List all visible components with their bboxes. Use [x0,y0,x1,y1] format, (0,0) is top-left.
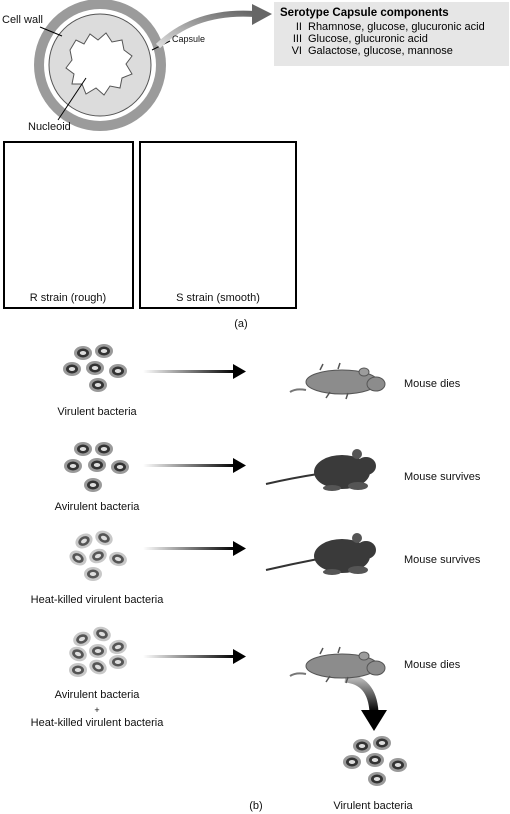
mixed-cluster [69,626,127,677]
bacterium [368,772,386,786]
s-strain-panel [139,141,297,309]
part-a-label: (a) [234,318,248,330]
components-cell: Rhamnose, glucose, glucuronic acid [308,21,485,33]
r-strain-label: R strain (rough) [29,292,107,304]
bacterium [373,736,391,750]
bacterium [109,364,127,378]
arrow-4 [143,649,246,664]
capsule-arrow-shaft [155,10,256,49]
inoculum-label: Virulent bacteria [57,406,137,418]
arrow-2 [143,458,246,473]
table-row: II Rhamnose, glucose, glucuronic acid [280,21,503,33]
mouse-dead-2 [289,646,386,684]
bacterium [109,551,127,567]
outcome-label: Mouse dies [404,659,461,671]
recovered-label: Virulent bacteria [333,800,413,812]
table-row: III Glucose, glucuronic acid [280,33,503,45]
inoculum-label: Heat-killed virulent bacteria [30,594,164,606]
serotype-cell: III [292,33,302,45]
part-b-label: (b) [249,800,263,812]
nucleoid-pointer [57,77,87,121]
bacterium [74,346,92,360]
capsule-components-table: Serotype Capsule components II Rhamnose, … [274,2,509,66]
bacterium [343,755,361,769]
bacterium [93,626,111,642]
outcome-label: Mouse survives [404,554,481,566]
serotype-cell: II [295,21,302,33]
recovered-virulent-cluster [343,736,407,786]
bacterium [89,644,107,658]
bacterium [69,663,87,677]
table-header: Serotype Capsule components [280,7,449,19]
table-row: VI Galactose, glucose, mannose [280,45,503,57]
bacterium [109,639,127,655]
arrow-1 [143,364,246,379]
bacterium [109,655,127,669]
capsule-arrowhead [252,4,272,25]
bacterium [111,460,129,474]
bacterium [89,548,107,564]
bacterium [73,631,91,647]
s-strain-label: S strain (smooth) [176,292,260,304]
cell-wall-label: Cell wall [2,14,43,26]
bacterium [95,530,113,546]
heat-killed-cluster [69,530,127,581]
mouse-dead-1 [289,362,386,400]
nucleoid-shape [65,32,133,96]
bacterium [84,478,102,492]
arrow-3 [143,541,246,556]
virulent-cluster [63,344,127,392]
bacterium [353,739,371,753]
bacterium [89,659,107,675]
recovery-arrow [344,673,387,731]
bacterium [74,442,92,456]
avirulent-cluster [64,442,129,492]
bacterium [389,758,407,772]
bacterium [69,550,87,566]
bacterium [95,344,113,358]
capsule-label: Capsule [172,34,206,44]
r-strain-panel [3,141,134,309]
bacterium [75,533,93,549]
inoculum-label: Avirulent bacteria [54,689,140,701]
cell-wall-pointer [39,26,63,37]
nucleoid-label: Nucleoid [28,121,71,133]
plus-label: + [94,705,100,715]
bacterium [69,646,87,662]
components-cell: Glucose, glucuronic acid [308,33,428,45]
bacterium [63,362,81,376]
bacterium [86,361,104,375]
mouse-alive-2 [265,533,376,575]
cell-diagram [34,0,272,131]
bacterium [366,753,384,767]
outcome-label: Mouse dies [404,378,461,390]
bacterium [64,459,82,473]
inoculum-label: Avirulent bacteria [54,501,140,513]
injection-arrows [143,364,246,664]
bacterium [89,378,107,392]
inoculum-label: Heat-killed virulent bacteria [30,717,164,729]
bacterium [88,458,106,472]
mouse-alive-1 [265,449,376,491]
bacterium [95,442,113,456]
serotype-cell: VI [291,45,302,57]
bacterium [84,567,102,581]
components-cell: Galactose, glucose, mannose [308,45,453,57]
outcome-label: Mouse survives [404,471,481,483]
